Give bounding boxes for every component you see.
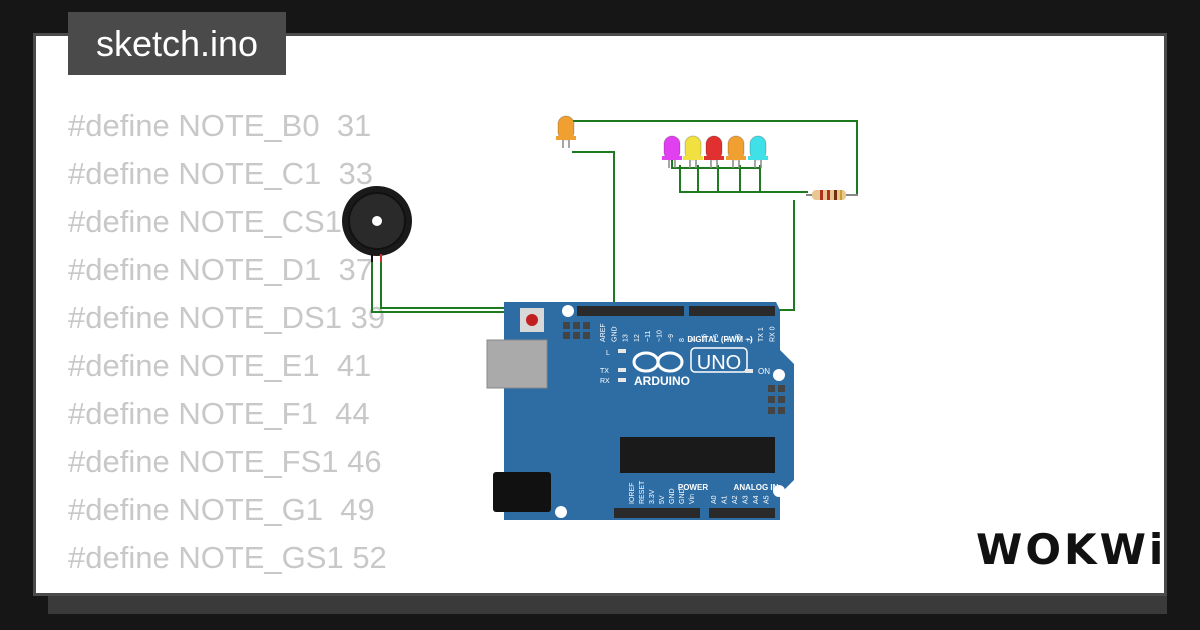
code-line: #define NOTE_GS1 52 bbox=[68, 540, 387, 575]
led-orange[interactable] bbox=[726, 135, 746, 168]
pin-label: A0 bbox=[711, 495, 718, 504]
arduino-uno-board[interactable]: UNO ARDUINO DIGITAL (PWM ~) POWER ANALOG… bbox=[486, 302, 794, 520]
file-tab[interactable]: sketch.ino bbox=[68, 12, 286, 75]
pin-label: ~3 bbox=[736, 334, 743, 342]
wire-buzzer-signal bbox=[380, 258, 612, 309]
pin-label: A2 bbox=[732, 495, 739, 504]
power-label: POWER bbox=[678, 483, 708, 492]
buzzer[interactable] bbox=[342, 186, 412, 262]
board-model: UNO bbox=[697, 352, 741, 374]
pin-label: Vin bbox=[689, 494, 696, 504]
tx-label: TX bbox=[600, 368, 609, 375]
code-line: #define NOTE_A1 55 bbox=[68, 582, 428, 592]
code-line: #define NOTE_F1 44 bbox=[68, 396, 370, 431]
pin-label: A3 bbox=[743, 495, 750, 504]
code-line: #define NOTE_FS1 46 bbox=[68, 444, 382, 479]
pin-label: ~11 bbox=[645, 331, 652, 342]
analog-header bbox=[709, 508, 775, 518]
power-header bbox=[614, 508, 700, 518]
pin-label: GND bbox=[679, 488, 686, 504]
pin-label: 2 bbox=[747, 338, 754, 342]
pin-label: 5V bbox=[659, 495, 666, 504]
wire-led-bottom-bus bbox=[572, 151, 615, 310]
pin-label: RESET bbox=[639, 480, 646, 504]
pin-label: A5 bbox=[764, 495, 771, 504]
code-line: #define NOTE_E1 41 bbox=[68, 348, 372, 383]
wire-led-anodes bbox=[679, 165, 808, 193]
led-magenta[interactable] bbox=[662, 135, 682, 168]
code-line: #define NOTE_G1 49 bbox=[68, 492, 375, 527]
atmega-chip bbox=[620, 437, 775, 473]
led-orange[interactable] bbox=[556, 115, 576, 148]
wire-resistor-to-board bbox=[760, 200, 795, 311]
wokwi-logo: WOKWi bbox=[976, 525, 1167, 574]
pin-label: GND bbox=[669, 488, 676, 504]
pin-label: A1 bbox=[722, 495, 729, 504]
code-line: #define NOTE_D1 37 bbox=[68, 252, 374, 287]
led-red[interactable] bbox=[704, 135, 724, 168]
rx-label: RX bbox=[600, 378, 610, 385]
resistor[interactable] bbox=[806, 190, 858, 200]
code-preview: #define NOTE_B0 31 #define NOTE_C1 33 #def… bbox=[68, 102, 428, 592]
led-yellow[interactable] bbox=[683, 135, 703, 168]
pin-label: 7 bbox=[690, 338, 697, 342]
arduino-logo-icon bbox=[632, 351, 684, 373]
digital-header-left bbox=[577, 306, 684, 316]
pin-label: IOREF bbox=[629, 483, 636, 504]
pin-label: A4 bbox=[753, 495, 760, 504]
led-group bbox=[556, 115, 768, 168]
wire-buzzer-gnd bbox=[371, 255, 567, 313]
pin-label: ~10 bbox=[657, 330, 664, 342]
led-cyan[interactable] bbox=[748, 135, 768, 168]
pin-label: 12 bbox=[634, 334, 641, 342]
card-shadow bbox=[48, 594, 1167, 614]
wires bbox=[371, 120, 858, 313]
pin-label: 13 bbox=[623, 334, 630, 342]
pin-label: AREF bbox=[600, 323, 607, 342]
pin-label: TX 1 bbox=[758, 327, 765, 342]
analog-label: ANALOG IN bbox=[734, 483, 779, 492]
l-label: L bbox=[606, 350, 610, 357]
pin-label: GND bbox=[611, 326, 618, 342]
code-line: #define NOTE_C1 33 bbox=[68, 156, 374, 191]
pin-label: ~5 bbox=[713, 334, 720, 342]
power-jack bbox=[493, 472, 551, 512]
pin-label: 3.3V bbox=[649, 489, 656, 504]
board-brand: ARDUINO bbox=[634, 374, 690, 388]
pin-label: 4 bbox=[724, 338, 731, 342]
usb-connector bbox=[486, 339, 548, 389]
pin-label: ~6 bbox=[702, 334, 709, 342]
pin-label: RX 0 bbox=[770, 326, 777, 342]
digital-header-right bbox=[689, 306, 775, 316]
code-line: #define NOTE_DS1 39 bbox=[68, 300, 386, 335]
on-label: ON bbox=[758, 367, 770, 376]
code-line: #define NOTE_B0 31 bbox=[68, 108, 372, 143]
pin-label: ~9 bbox=[668, 334, 675, 342]
digital-label: DIGITAL (PWM ~) bbox=[687, 335, 753, 344]
pin-label: 8 bbox=[679, 338, 686, 342]
